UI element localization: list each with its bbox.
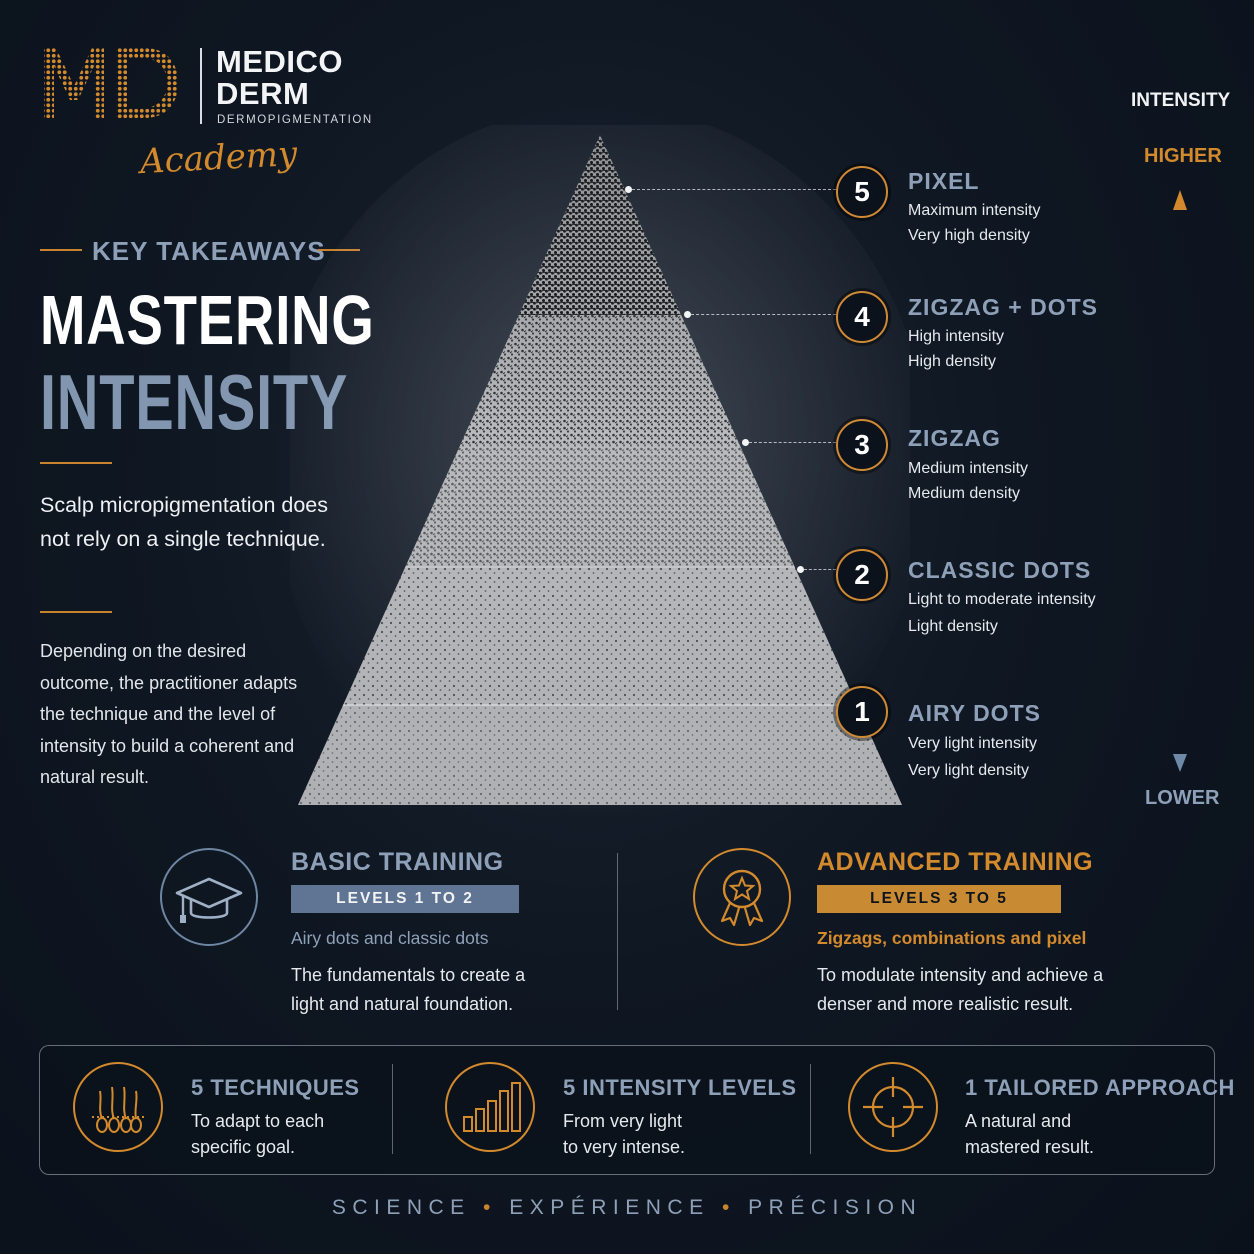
level-1-density: Very light density — [908, 762, 1029, 779]
level-4-intensity: High intensity — [908, 328, 1005, 345]
stat-approach-line2: mastered result. — [965, 1137, 1095, 1157]
footer-tagline: SCIENCE • EXPÉRIENCE • PRÉCISION — [0, 1196, 1254, 1220]
footer-item-science: SCIENCE — [331, 1196, 471, 1219]
stat-techniques-line1: To adapt to each — [191, 1111, 325, 1131]
footer-separator: • — [721, 1196, 736, 1219]
brand-tagline: DERMOPIGMENTATION — [217, 114, 373, 126]
intensity-pyramid — [290, 125, 910, 815]
brand-academy: Academy — [139, 133, 299, 183]
level-2-density: Light density — [908, 618, 998, 635]
md-monogram-logo — [44, 48, 178, 118]
level-3-name: ZIGZAG — [908, 425, 1001, 451]
level-3-anchor — [742, 439, 749, 446]
basic-training-subtitle: Airy dots and classic dots — [291, 928, 489, 948]
level-5-intensity: Maximum intensity — [908, 202, 1041, 219]
intensity-axis-title: INTENSITY — [1131, 90, 1231, 111]
level-5-density: Very high density — [908, 227, 1030, 244]
level-5-name: PIXEL — [908, 168, 980, 194]
award-badge-icon — [693, 848, 791, 946]
level-3-density: Medium density — [908, 485, 1021, 502]
level-2-anchor — [797, 566, 804, 573]
level-2-intensity: Light to moderate intensity — [908, 591, 1096, 608]
level-1-badge: 1 — [836, 686, 888, 738]
level-2-badge: 2 — [836, 549, 888, 601]
bar-chart-icon — [445, 1062, 535, 1152]
basic-training-body: The fundamentals to create a light and n… — [291, 965, 526, 1014]
footer-separator: • — [483, 1196, 497, 1219]
level-4-badge: 4 — [836, 291, 888, 343]
level-2-name: CLASSIC DOTS — [908, 557, 1092, 583]
stats-panel — [39, 1045, 1215, 1175]
lead-rule — [40, 611, 112, 613]
stat-approach-title: 1 TAILORED APPROACH — [965, 1075, 1235, 1100]
advanced-training-levels: LEVELS 3 TO 5 — [817, 885, 1061, 913]
stat-approach-line1: A natural and — [965, 1111, 1072, 1131]
footer-item-precision: PRÉCISION — [748, 1196, 923, 1219]
level-5-badge: 5 — [836, 166, 888, 218]
stats-divider-2 — [810, 1064, 811, 1154]
level-2-connector — [804, 569, 836, 570]
body-text: Depending on the desired outcome, the pr… — [40, 641, 298, 787]
level-5-connector — [632, 189, 836, 190]
level-1-intensity: Very light intensity — [908, 735, 1037, 752]
basic-training-levels: LEVELS 1 TO 2 — [291, 885, 519, 913]
brand-name-line1: MEDICO — [216, 44, 343, 79]
stat-levels-title: 5 INTENSITY LEVELS — [563, 1075, 797, 1100]
stat-levels-line1: From very light — [563, 1111, 683, 1131]
training-divider — [617, 853, 618, 1010]
level-4-connector — [691, 314, 836, 315]
stat-techniques-title: 5 TECHNIQUES — [191, 1075, 360, 1100]
level-4-anchor — [684, 311, 691, 318]
stat-techniques-line2: specific goal. — [191, 1137, 296, 1157]
level-3-intensity: Medium intensity — [908, 460, 1029, 477]
intensity-axis-high: HIGHER — [1144, 145, 1222, 167]
basic-training-title: BASIC TRAINING — [291, 848, 504, 876]
advanced-training-title: ADVANCED TRAINING — [817, 848, 1094, 876]
eyebrow-rule-left — [40, 249, 82, 251]
graduation-cap-icon — [160, 848, 258, 946]
intensity-arrow-icon — [1173, 190, 1187, 772]
intensity-axis-low: LOWER — [1145, 787, 1220, 809]
level-4-density: High density — [908, 353, 997, 370]
logo-divider — [200, 48, 202, 124]
lead-text: Scalp micropigmentation does not rely on… — [40, 493, 329, 551]
brand-name-line2: DERM — [216, 76, 310, 111]
level-4-name: ZIGZAG + DOTS — [908, 294, 1098, 320]
eyebrow-label: KEY TAKEAWAYS — [92, 236, 326, 266]
level-5-anchor — [625, 186, 632, 193]
title-rule — [40, 462, 112, 464]
level-3-connector — [749, 442, 836, 443]
advanced-training-subtitle: Zigzags, combinations and pixel — [817, 928, 1087, 948]
level-3-badge: 3 — [836, 419, 888, 471]
crosshair-icon — [848, 1062, 938, 1152]
advanced-training-body: To modulate intensity and achieve a dens… — [817, 965, 1104, 1014]
stats-divider-1 — [392, 1064, 393, 1154]
level-1-name: AIRY DOTS — [908, 700, 1041, 726]
footer-item-experience: EXPÉRIENCE — [509, 1196, 710, 1219]
stat-levels-line2: to very intense. — [563, 1137, 686, 1157]
hair-follicles-icon — [73, 1062, 163, 1152]
